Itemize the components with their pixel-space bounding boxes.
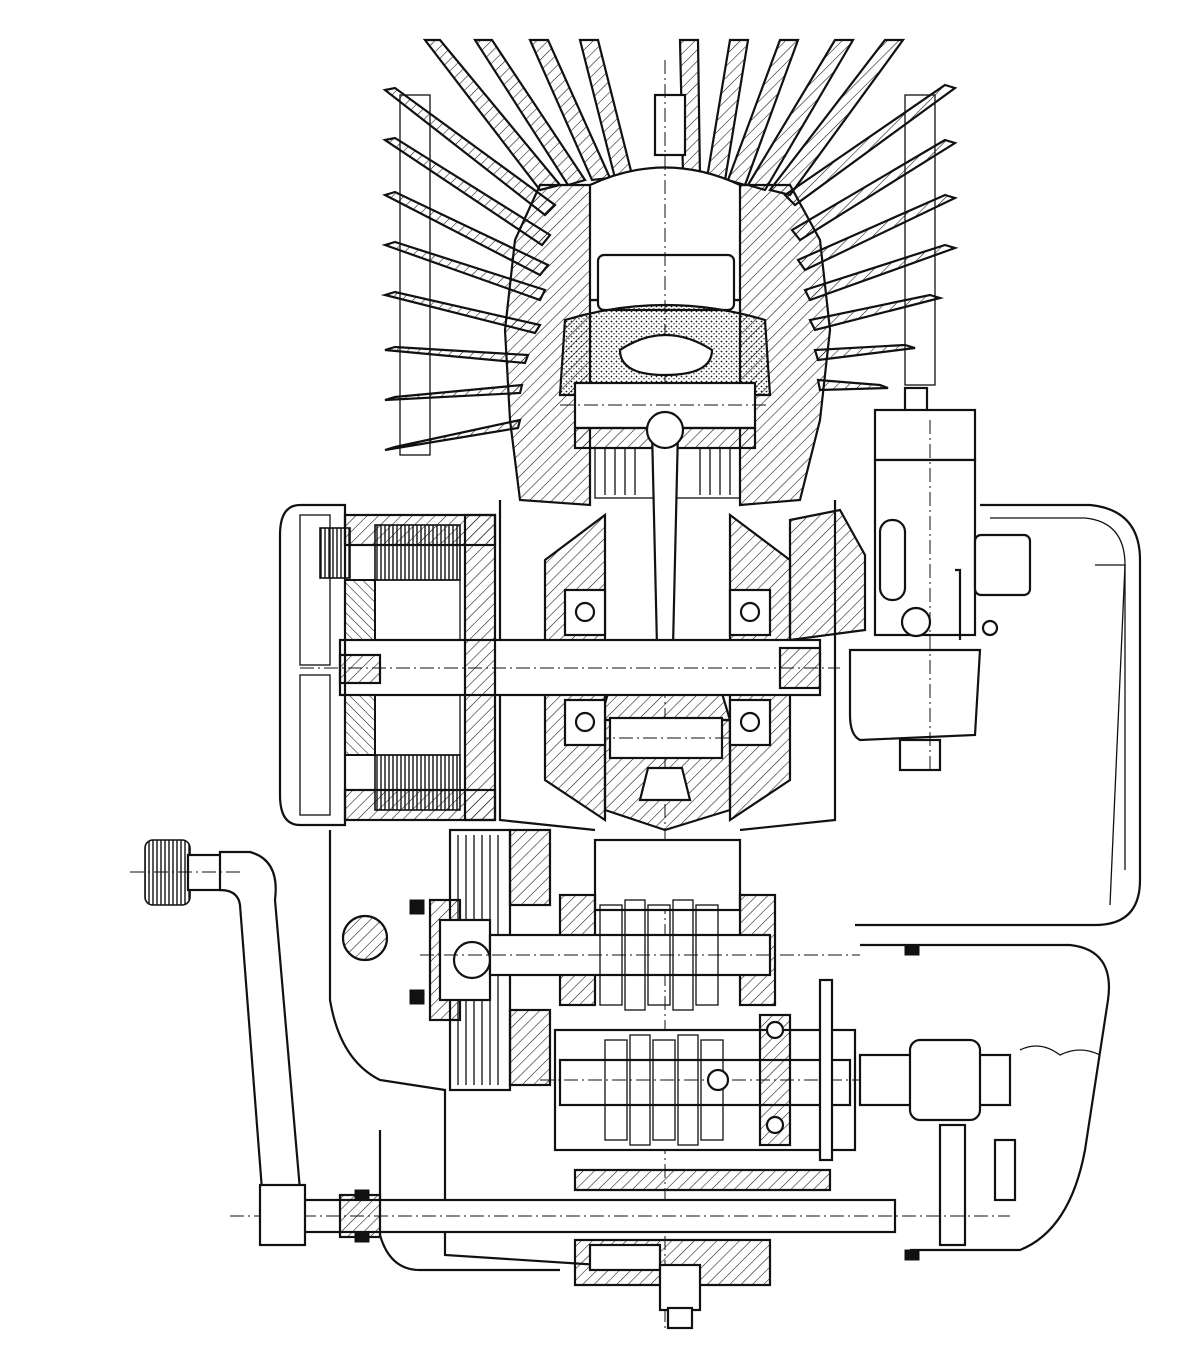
main-shaft [230, 1189, 1010, 1243]
flywheel-magneto [278, 503, 497, 827]
crankcase-cover-right [855, 503, 1142, 1261]
carburetor [848, 386, 1032, 772]
cylinder-fins [380, 38, 959, 456]
crankcase [498, 500, 867, 832]
crankshaft [300, 638, 840, 697]
crankcase-lower [328, 830, 832, 1330]
gearbox [420, 838, 1017, 1247]
kickstart-lever [130, 839, 307, 1247]
